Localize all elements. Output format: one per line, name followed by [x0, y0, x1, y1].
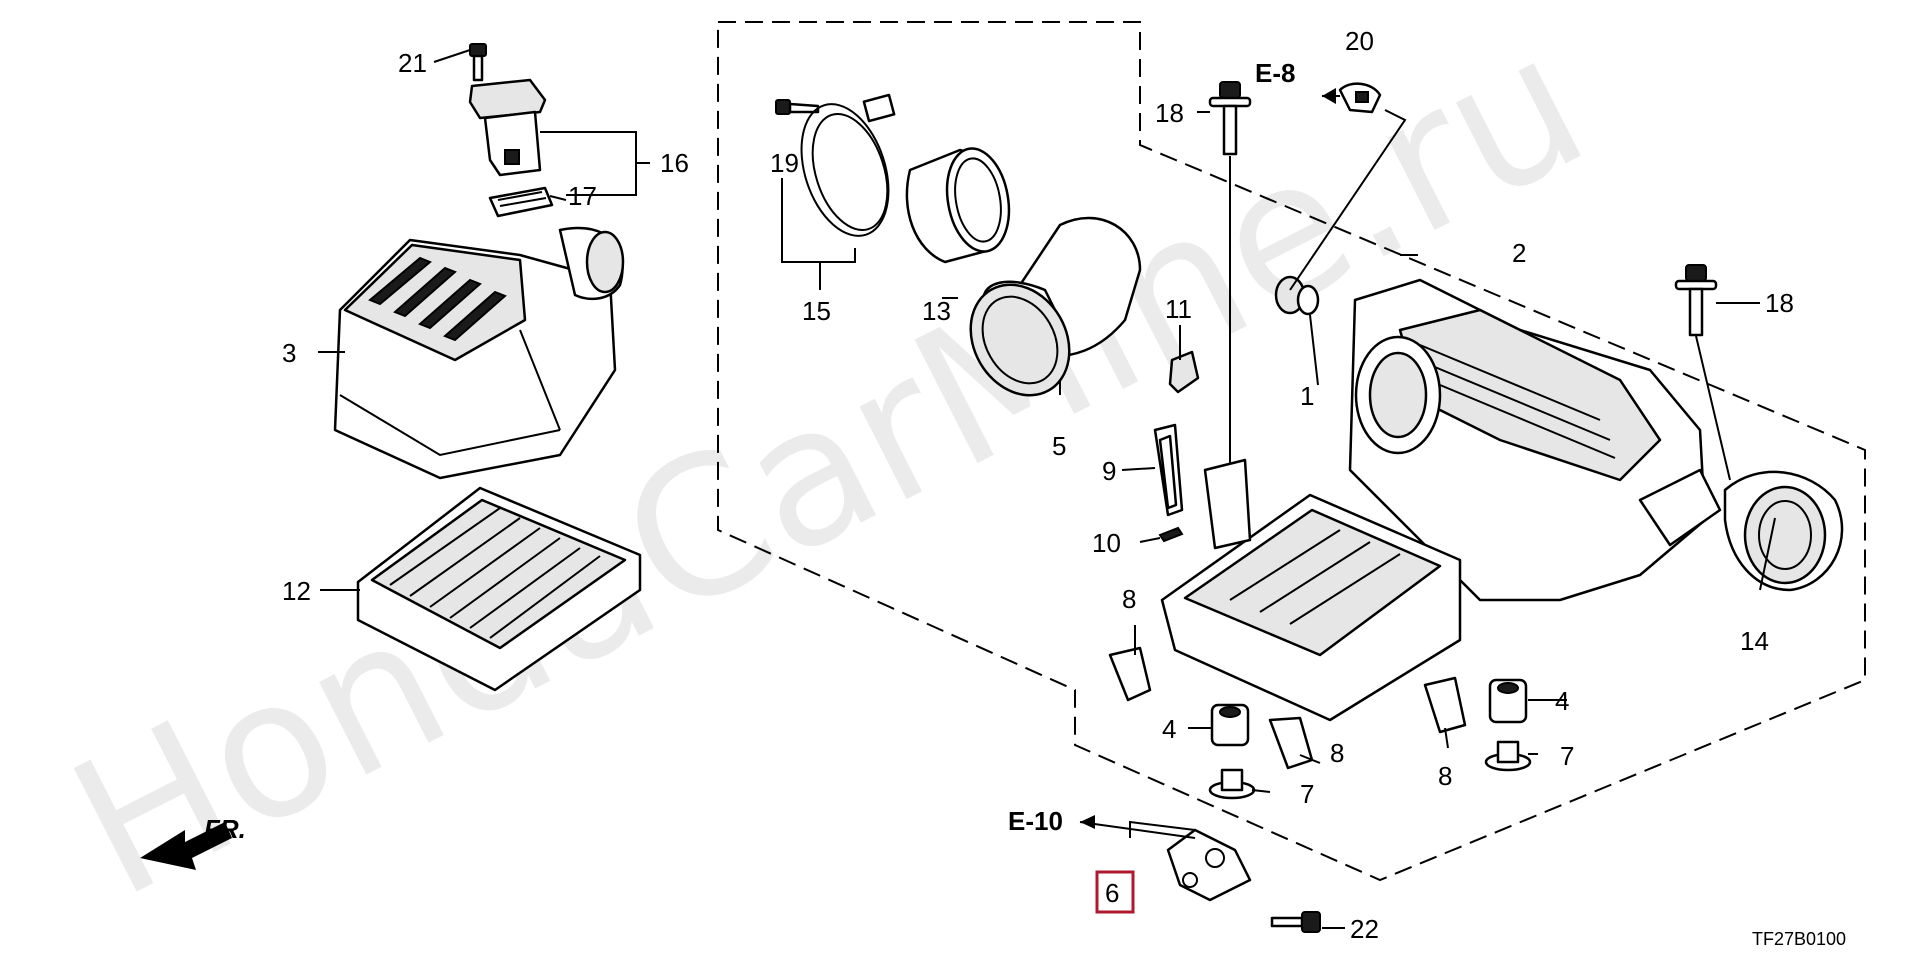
- part-5-intake-duct[interactable]: [951, 216, 1142, 413]
- callout-3: 3: [282, 338, 296, 368]
- callout-1: 1: [1300, 381, 1314, 411]
- part-12-air-filter[interactable]: [356, 486, 642, 692]
- assembly-outline: [717, 21, 1866, 882]
- arrow-e10: [1080, 815, 1095, 829]
- callout-8-mid: 8: [1330, 738, 1344, 768]
- callout-labels: 1 2 3 4 4 5 6 7 7 8 8 8 9 10 11 12 13 14…: [282, 26, 1794, 944]
- callout-8-right: 8: [1438, 761, 1452, 791]
- part-1-grommet[interactable]: [1274, 275, 1320, 316]
- part-7-collar-mid[interactable]: [1208, 768, 1256, 800]
- reference-e8[interactable]: E-8: [1255, 58, 1295, 88]
- part-16-airflow-sensor[interactable]: [468, 78, 547, 177]
- leader-16: [540, 131, 650, 196]
- callout-7-right: 7: [1560, 741, 1574, 771]
- callout-4-right: 4: [1555, 686, 1569, 716]
- part-21-bolt[interactable]: [469, 43, 487, 82]
- callout-6: 6: [1105, 878, 1119, 908]
- callout-16: 16: [660, 148, 689, 178]
- part-13-air-tube[interactable]: [905, 144, 1017, 264]
- part-4-mount-mid[interactable]: [1210, 703, 1250, 747]
- callout-19: 19: [770, 148, 799, 178]
- part-7-collar-right[interactable]: [1484, 740, 1532, 772]
- callout-5: 5: [1052, 431, 1066, 461]
- callout-9: 9: [1102, 456, 1116, 486]
- part-15-band[interactable]: [786, 93, 904, 247]
- part-17-seal[interactable]: [488, 186, 554, 218]
- callout-21: 21: [398, 48, 427, 78]
- part-18-bolt-top[interactable]: [1208, 81, 1252, 156]
- callout-18-top: 18: [1155, 98, 1184, 128]
- leader-lines: [318, 49, 1776, 929]
- leader-18-right: [1695, 335, 1731, 481]
- callout-20: 20: [1345, 26, 1374, 56]
- part-2-air-cleaner-case[interactable]: [1160, 278, 1722, 722]
- part-8-bracket-left[interactable]: [1108, 646, 1152, 702]
- part-4-mount-right[interactable]: [1488, 678, 1528, 724]
- callout-6-highlight: [1095, 870, 1135, 914]
- reference-e10[interactable]: E-10: [1008, 806, 1063, 836]
- front-arrow-icon: [140, 822, 232, 870]
- callout-17: 17: [568, 181, 597, 211]
- part-10-pin[interactable]: [1158, 526, 1184, 543]
- part-9-gasket[interactable]: [1153, 423, 1184, 517]
- callout-2: 2: [1512, 238, 1526, 268]
- part-11-clip[interactable]: [1168, 350, 1200, 394]
- part-14-resonator[interactable]: [1723, 470, 1844, 592]
- callout-12: 12: [282, 576, 311, 606]
- part-3-cleaner-cover[interactable]: [333, 226, 625, 480]
- part-8-bracket-right[interactable]: [1423, 676, 1467, 734]
- front-label: FR.: [204, 814, 246, 844]
- part-6-bracket[interactable]: [1166, 828, 1252, 902]
- part-19-screw[interactable]: [775, 99, 820, 115]
- callout-7-mid: 7: [1300, 779, 1314, 809]
- callout-14: 14: [1740, 626, 1769, 656]
- part-8-bracket-mid[interactable]: [1268, 716, 1314, 770]
- leader-20-1: [1289, 109, 1407, 291]
- leader-6-e10: [1079, 820, 1196, 839]
- part-22-bolt[interactable]: [1270, 911, 1321, 933]
- callout-22: 22: [1350, 914, 1379, 944]
- callout-11: 11: [1165, 294, 1192, 324]
- callout-4-mid: 4: [1162, 714, 1176, 744]
- callout-18-right: 18: [1765, 288, 1794, 318]
- callout-10: 10: [1092, 528, 1121, 558]
- callout-13: 13: [922, 296, 951, 326]
- part-18-bolt-right[interactable]: [1674, 264, 1718, 337]
- callout-8-left: 8: [1122, 584, 1136, 614]
- leader-15: [781, 178, 856, 290]
- diagram-code: TF27B0100: [1752, 929, 1846, 949]
- callout-15: 15: [802, 296, 831, 326]
- part-20-clip[interactable]: [1338, 82, 1382, 114]
